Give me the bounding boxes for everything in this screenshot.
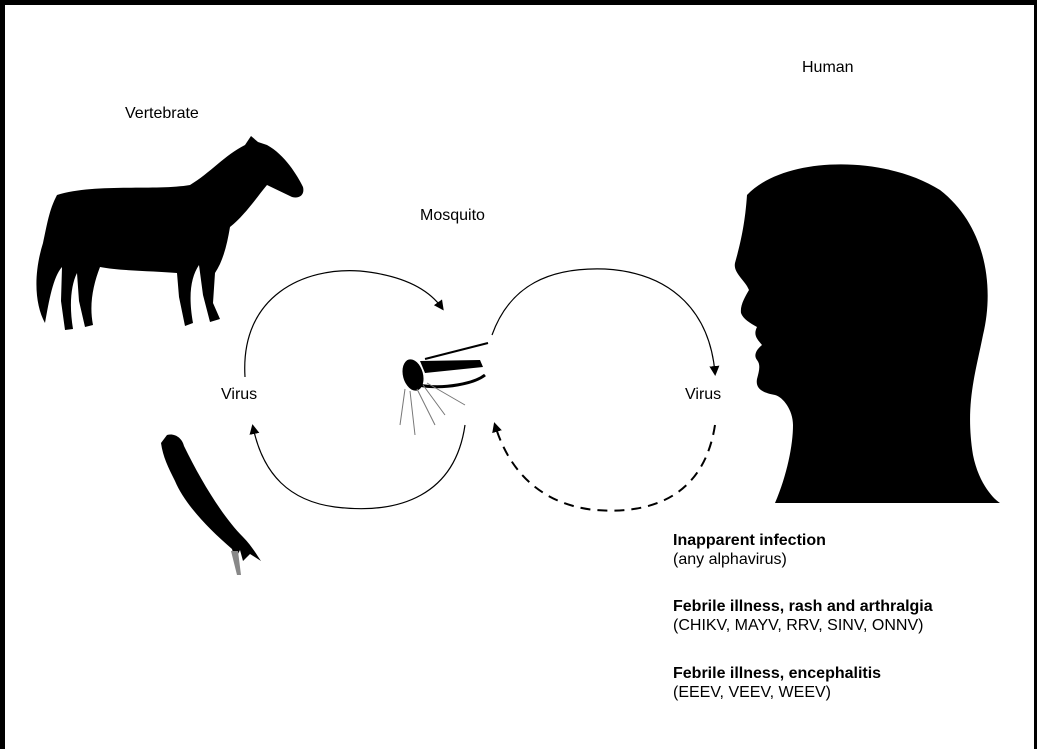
bird-icon [161, 435, 261, 575]
horse-icon [36, 136, 303, 330]
outcome-detail: (any alphavirus) [673, 550, 826, 569]
mosquito-icon [399, 343, 488, 435]
outcome-heading: Febrile illness, rash and arthralgia [673, 597, 933, 616]
outcome-heading: Inapparent infection [673, 531, 826, 550]
outcome-heading: Febrile illness, encephalitis [673, 664, 881, 683]
virus-left-label: Virus [221, 386, 257, 404]
right-cycle-lower-dashed-arrow [495, 425, 715, 511]
left-cycle-lower-arrow [253, 425, 465, 509]
outcome-encephalitis: Febrile illness, encephalitis (EEEV, VEE… [673, 664, 881, 702]
human-label: Human [802, 59, 854, 77]
vertebrate-label: Vertebrate [125, 105, 199, 123]
outcome-detail: (CHIKV, MAYV, RRV, SINV, ONNV) [673, 616, 933, 635]
virus-right-label: Virus [685, 386, 721, 404]
right-cycle-upper-arrow [492, 269, 715, 373]
outcome-detail: (EEEV, VEEV, WEEV) [673, 683, 881, 702]
outcome-febrile-rash: Febrile illness, rash and arthralgia (CH… [673, 597, 933, 635]
mosquito-label: Mosquito [420, 207, 485, 225]
outcome-inapparent: Inapparent infection (any alphavirus) [673, 531, 826, 569]
human-head-icon [735, 164, 1000, 503]
